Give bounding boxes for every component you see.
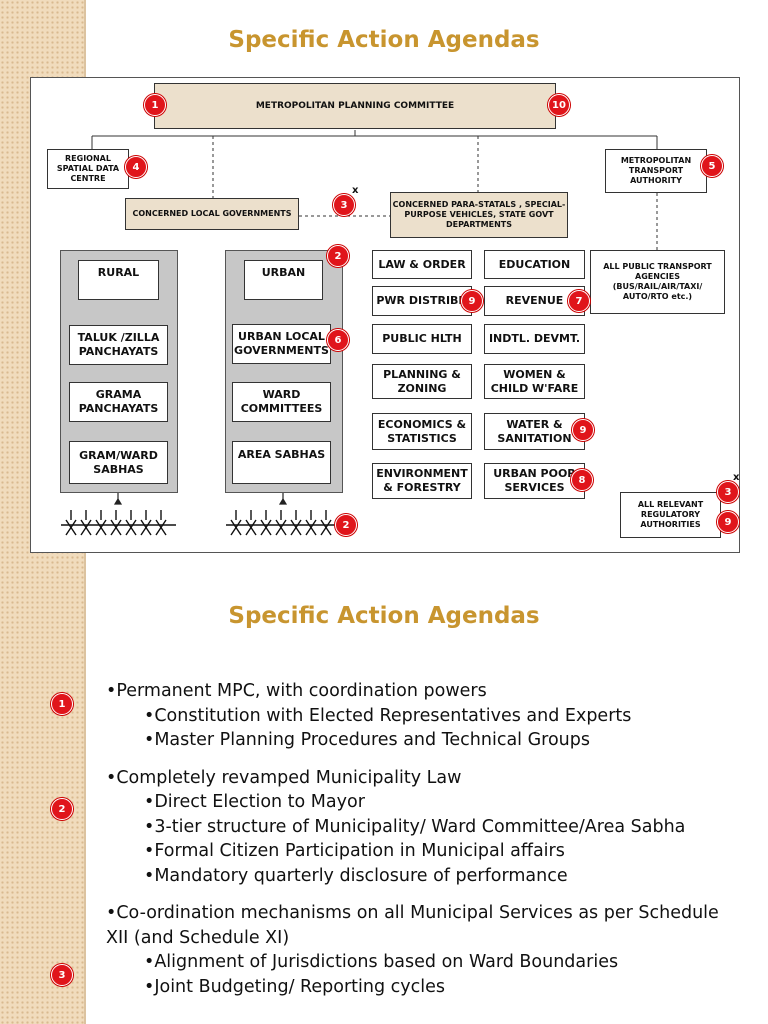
slide-title-bottom: Specific Action Agendas xyxy=(228,603,540,629)
agenda-item-1: •Permanent MPC, with coordination powers xyxy=(106,681,487,701)
dept-economics-statistics: ECONOMICS & STATISTICS xyxy=(372,413,472,450)
slide-title-top: Specific Action Agendas xyxy=(228,27,540,53)
agenda-item-2: •Completely revamped Municipality Law xyxy=(106,767,462,788)
citizens-urban-icon xyxy=(226,510,341,536)
dept-water-sanitation: WATER & SANITATION xyxy=(484,413,585,450)
badge-6: 6 xyxy=(327,329,349,351)
dept-public-hlth: PUBLIC HLTH xyxy=(372,324,472,354)
urban-level-1: URBAN LOCAL GOVERNMENTS xyxy=(232,324,331,364)
badge-2-people: 2 xyxy=(335,514,357,536)
dept-environment-forestry: ENVIRONMENT & FORESTRY xyxy=(372,463,472,499)
badge-3-regulatory: 3 xyxy=(717,481,739,503)
rural-heading: RURAL xyxy=(78,260,159,300)
mpc-box: METROPOLITAN PLANNING COMMITTEE xyxy=(154,83,556,129)
dept-planning-zoning: PLANNING & ZONING xyxy=(372,364,472,399)
badge-8: 8 xyxy=(571,469,593,491)
badge-9-regulatory: 9 xyxy=(717,511,739,533)
parastatals-box: CONCERNED PARA-STATALS , SPECIAL-PURPOSE… xyxy=(390,192,568,238)
agenda-badge-3: 3 xyxy=(51,964,73,986)
citizens-rural-icon xyxy=(61,510,176,536)
dept-education: EDUCATION xyxy=(484,250,585,279)
public-transport-agencies-box: ALL PUBLIC TRANSPORT AGENCIES (BUS/RAIL/… xyxy=(590,250,725,314)
urban-level-2: WARD COMMITTEES xyxy=(232,382,331,422)
agenda-item-2-sub-3: •Formal Citizen Participation in Municip… xyxy=(144,841,565,861)
x-mark-regulatory: x xyxy=(733,472,740,483)
agenda-item-2-sub-1: •Direct Election to Mayor xyxy=(144,792,365,812)
dept-indtl-devmt: INDTL. DEVMT. xyxy=(484,324,585,354)
metropolitan-transport-box: METROPOLITAN TRANSPORT AUTHORITY xyxy=(605,149,707,193)
dept-law-order: LAW & ORDER xyxy=(372,250,472,279)
badge-5: 5 xyxy=(701,155,723,177)
agenda-item-3-sub-1: •Alignment of Jurisdictions based on War… xyxy=(144,952,619,972)
rural-level-2: GRAMA PANCHAYATS xyxy=(69,382,168,422)
agenda-item-3: •Co-ordination mechanisms on all Municip… xyxy=(106,903,719,948)
agenda-item-2-sub-4: •Mandatory quarterly disclosure of perfo… xyxy=(144,865,568,886)
regional-spatial-data-box: REGIONAL SPATIAL DATA CENTRE xyxy=(47,149,129,189)
badge-9-pwr: 9 xyxy=(461,290,483,312)
agenda-item-1-sub-1: •Constitution with Elected Representativ… xyxy=(144,705,632,726)
rural-level-3: GRAM/WARD SABHAS xyxy=(69,441,168,484)
badge-7: 7 xyxy=(568,290,590,312)
dept-women-child: WOMEN & CHILD W'FARE xyxy=(484,364,585,399)
dept-urban-poor: URBAN POOR SERVICES xyxy=(484,463,585,499)
badge-3-coordination: 3 xyxy=(333,194,355,216)
badge-9-water: 9 xyxy=(572,419,594,441)
agenda-list: •Permanent MPC, with coordination powers… xyxy=(106,679,726,999)
agenda-item-3-sub-2: •Joint Budgeting/ Reporting cycles xyxy=(144,976,446,997)
governance-diagram: METROPOLITAN PLANNING COMMITTEE 1 10 REG… xyxy=(30,77,740,553)
urban-heading: URBAN xyxy=(244,260,323,300)
agenda-badge-2: 2 xyxy=(51,798,73,820)
agenda-item-1-sub-2: •Master Planning Procedures and Technica… xyxy=(144,730,591,750)
badge-4: 4 xyxy=(125,156,147,178)
dept-pwr-distribn: PWR DISTRIBN xyxy=(372,286,472,316)
x-mark-coordination: x xyxy=(352,185,359,196)
agenda-badge-1: 1 xyxy=(51,693,73,715)
urban-level-3: AREA SABHAS xyxy=(232,441,331,484)
rural-level-1: TALUK /ZILLA PANCHAYATS xyxy=(69,325,168,365)
agenda-item-2-sub-2: •3-tier structure of Municipality/ Ward … xyxy=(144,816,686,837)
local-governments-box: CONCERNED LOCAL GOVERNMENTS xyxy=(125,198,299,230)
badge-2-urban: 2 xyxy=(327,245,349,267)
badge-1-mpc: 1 xyxy=(144,94,166,116)
regulatory-authorities-box: ALL RELEVANT REGULATORY AUTHORITIES xyxy=(620,492,721,538)
badge-10-mpc: 10 xyxy=(548,94,570,116)
